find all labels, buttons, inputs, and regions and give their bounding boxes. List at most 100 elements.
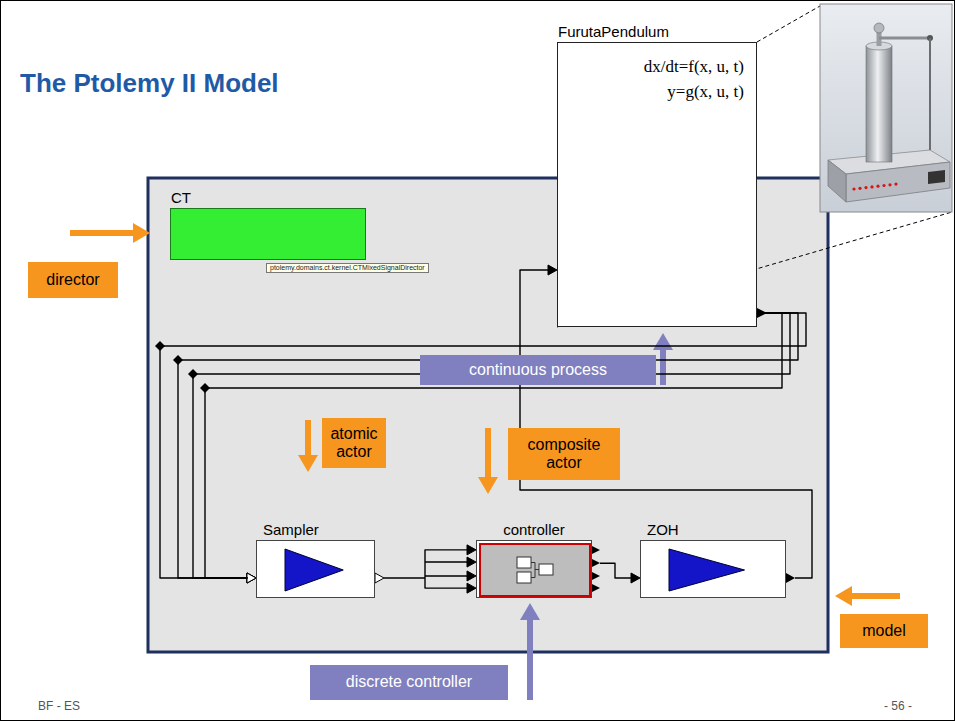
callout-box: director [28, 262, 118, 298]
output-port [592, 559, 600, 567]
footer-text: BF - ES [38, 699, 80, 713]
arrowhead [247, 573, 256, 583]
node-text: model [862, 622, 906, 640]
callout-arrow [660, 347, 666, 385]
relation-diamond [200, 383, 210, 393]
sub-actor-symbol [517, 572, 531, 583]
callout-arrowhead [478, 477, 498, 494]
actor-box: ZOH [640, 540, 786, 598]
composite-symbol [477, 541, 593, 599]
node-text: composite actor [512, 436, 616, 473]
led [858, 187, 861, 190]
label-holder: Sampler [263, 521, 319, 539]
led [894, 183, 897, 186]
arrowhead [467, 557, 476, 567]
gain-symbol [257, 541, 376, 599]
triangle-symbol [285, 549, 343, 591]
slide-title: The Ptolemy II Model [20, 68, 279, 99]
tooltip-box: ptolemy.domains.ct.kernel.CTMixedSignalD… [266, 263, 429, 273]
relation-diamond [173, 355, 183, 365]
output-port [592, 546, 600, 554]
led [888, 183, 891, 186]
pendulum-photo [820, 4, 952, 212]
arrowhead [467, 583, 476, 593]
led [882, 184, 885, 187]
sub-actor-symbol [517, 557, 531, 568]
connector-wire [193, 313, 790, 578]
led [852, 187, 855, 190]
relation-diamond [188, 369, 198, 379]
led [864, 186, 867, 189]
arrowhead [247, 573, 256, 583]
callout-arrows [70, 223, 900, 700]
output-port [592, 584, 600, 592]
composite-body [480, 544, 590, 596]
callout-arrowhead [835, 586, 852, 606]
callout-box: composite actor [508, 428, 620, 480]
sub-actor-link [531, 563, 539, 578]
actor-box: Sampler [256, 540, 375, 598]
gain-symbol [641, 541, 787, 599]
callout-arrowhead [653, 333, 673, 350]
actor-name: ZOH [647, 521, 679, 539]
knob [874, 23, 884, 33]
node-text: atomic actor [326, 425, 382, 462]
node-text: director [46, 271, 99, 289]
led [870, 185, 873, 188]
node-text: discrete controller [346, 673, 472, 691]
arrowhead [631, 573, 640, 583]
node-text: ptolemy.domains.ct.kernel.CTMixedSignalD… [270, 264, 425, 272]
callout-box: atomic actor [322, 418, 386, 468]
base-front [846, 162, 950, 202]
connector-wire [205, 313, 782, 578]
cylinder [866, 46, 892, 162]
arrowhead [548, 265, 557, 275]
led-row [852, 183, 897, 191]
sub-actor-symbol [539, 564, 553, 575]
node-text: y=g(x, u, t) [667, 80, 744, 105]
label-holder: FurutaPendulum [558, 23, 669, 41]
relation-diamond [155, 341, 165, 351]
actor-name: Sampler [263, 521, 319, 539]
arrowhead [467, 571, 476, 581]
rotary-arm [879, 37, 930, 40]
output-port [786, 573, 795, 583]
triangle-symbol [669, 549, 745, 591]
led [876, 185, 879, 188]
director-box: CT [170, 208, 366, 260]
composite-actor-box: controller [476, 540, 592, 598]
callout-box: discrete controller [310, 665, 508, 700]
arrowhead [247, 573, 256, 583]
label-holder: controller [503, 521, 565, 539]
callout-box: model [840, 614, 928, 648]
actor-name: controller [503, 521, 565, 539]
panel-socket [928, 170, 945, 184]
connector-wire [384, 550, 468, 588]
base-side [828, 160, 846, 202]
node-text: continuous process [469, 361, 607, 379]
actor-name: CT [171, 189, 191, 207]
callout-arrow [527, 617, 533, 700]
arrowhead [467, 545, 476, 555]
callout-box: continuous process [420, 355, 656, 385]
pendulum-rod [929, 38, 931, 150]
arrowhead [247, 573, 256, 583]
label-holder: ZOH [647, 521, 679, 539]
node-text: dx/dt=f(x, u, t) [644, 55, 744, 80]
callout-arrowhead [133, 223, 150, 243]
callout-arrow [70, 230, 136, 236]
callout-arrow [485, 428, 491, 480]
output-port [592, 572, 600, 580]
label-holder: CT [171, 189, 191, 207]
connector-wire [600, 563, 632, 578]
callout-arrowhead [520, 603, 540, 620]
connector-wire [160, 313, 806, 578]
zoom-line [757, 6, 820, 42]
callout-arrow [305, 420, 311, 458]
callout-arrowhead [298, 455, 318, 472]
page-number: - 56 - [884, 699, 912, 713]
photo-background [820, 4, 952, 212]
connector-wire [178, 313, 798, 578]
